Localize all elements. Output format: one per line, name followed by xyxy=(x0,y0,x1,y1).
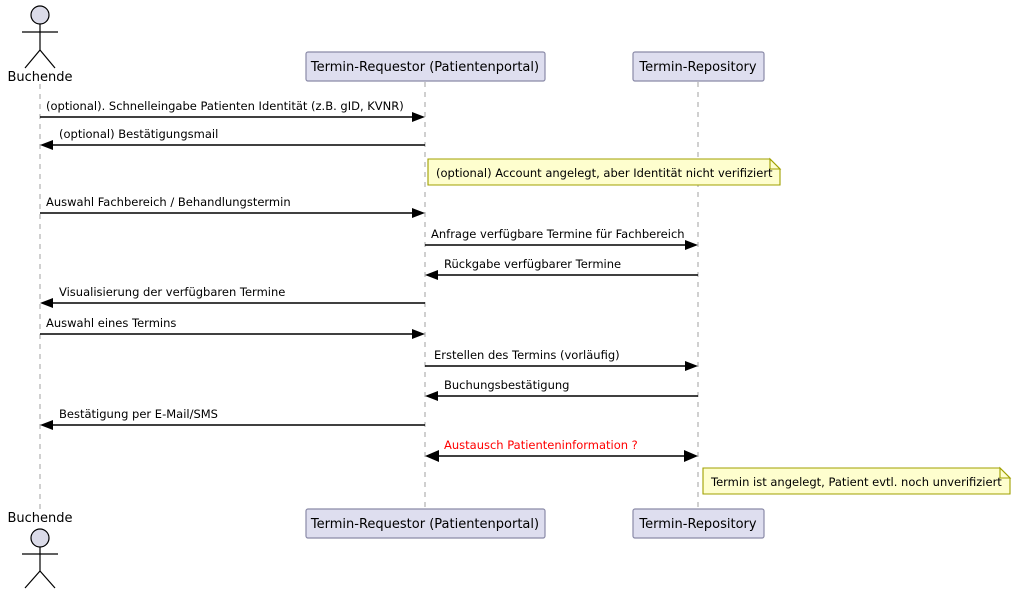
message-6[interactable]: Auswahl eines Termins xyxy=(40,316,425,339)
message-0[interactable]: (optional). Schnelleingabe Patienten Ide… xyxy=(40,99,425,122)
actor-leg-left-bottom xyxy=(24,570,41,589)
message-label-10: Austausch Patienteninformation ? xyxy=(444,438,638,452)
message-7[interactable]: Erstellen des Termins (vorläufig) xyxy=(425,348,698,371)
participant-box-rect-requestor-bottom xyxy=(305,508,546,539)
note-fold-corner-1 xyxy=(999,466,1012,479)
note-1: Termin ist angelegt, Patient evtl. noch … xyxy=(702,466,1012,495)
actor-head-icon-bottom xyxy=(30,528,50,548)
message-3[interactable]: Anfrage verfügbare Termine für Fachberei… xyxy=(425,227,698,250)
message-arrowhead-9 xyxy=(40,420,53,430)
message-4[interactable]: Rückgabe verfügbarer Termine xyxy=(425,257,698,280)
message-label-7: Erstellen des Termins (vorläufig) xyxy=(434,348,620,362)
participant-box-rect-repository-top xyxy=(632,51,765,82)
note-label-1: Termin ist angelegt, Patient evtl. noch … xyxy=(710,475,1002,489)
actor-label-bottom: Buchende xyxy=(7,511,72,526)
participant-label-repository-top: Termin-Repository xyxy=(638,60,756,75)
participant-box-requestor-bottom[interactable]: Termin-Requestor (Patientenportal) xyxy=(305,508,546,539)
participant-box-requestor-top[interactable]: Termin-Requestor (Patientenportal) xyxy=(305,51,546,82)
message-arrowhead-3 xyxy=(685,240,698,250)
actor-leg-right-top xyxy=(39,49,56,69)
message-arrowhead-1 xyxy=(40,140,53,150)
message-label-5: Visualisierung der verfügbaren Termine xyxy=(59,285,285,299)
participant-box-repository-bottom[interactable]: Termin-Repository xyxy=(632,508,765,539)
actor-head-icon-top xyxy=(30,5,50,25)
message-arrowhead-6 xyxy=(412,329,425,339)
lifelines-group xyxy=(39,82,699,512)
note-body-1 xyxy=(702,467,1011,495)
participant-label-repository-bottom: Termin-Repository xyxy=(638,517,756,532)
actor-leg-left-top xyxy=(24,49,41,69)
message-label-0: (optional). Schnelleingabe Patienten Ide… xyxy=(46,99,404,113)
note-0: (optional) Account angelegt, aber Identi… xyxy=(427,157,782,186)
note-label-0: (optional) Account angelegt, aber Identi… xyxy=(436,166,773,180)
message-label-3: Anfrage verfügbare Termine für Fachberei… xyxy=(431,227,685,241)
actor-bottom[interactable]: Buchende xyxy=(7,511,73,589)
message-2[interactable]: Auswahl Fachbereich / Behandlungstermin xyxy=(40,195,425,218)
note-body-0 xyxy=(427,158,781,186)
message-arrowhead-8 xyxy=(425,391,438,401)
message-label-6: Auswahl eines Termins xyxy=(46,316,176,330)
actor-top[interactable]: Buchende xyxy=(7,5,73,85)
message-arrowhead-7 xyxy=(685,361,698,371)
message-arrowhead-5 xyxy=(40,298,53,308)
message-9[interactable]: Bestätigung per E-Mail/SMS xyxy=(40,407,425,430)
message-label-2: Auswahl Fachbereich / Behandlungstermin xyxy=(46,195,291,209)
message-8[interactable]: Buchungsbestätigung xyxy=(425,378,698,401)
message-arrowhead-2 xyxy=(412,208,425,218)
message-10[interactable]: Austausch Patienteninformation ? xyxy=(425,438,698,462)
message-5[interactable]: Visualisierung der verfügbaren Termine xyxy=(40,285,425,308)
message-arrowhead-10-right xyxy=(684,450,698,462)
message-arrowhead-4 xyxy=(425,270,438,280)
message-label-4: Rückgabe verfügbarer Termine xyxy=(444,257,621,271)
message-label-9: Bestätigung per E-Mail/SMS xyxy=(59,407,218,421)
message-1[interactable]: (optional) Bestätigungsmail xyxy=(40,127,425,150)
message-label-8: Buchungsbestätigung xyxy=(444,378,569,392)
participant-box-rect-requestor-top xyxy=(305,51,546,82)
message-arrowhead-0 xyxy=(412,112,425,122)
participant-box-rect-repository-bottom xyxy=(632,508,765,539)
actor-label-top: Buchende xyxy=(7,70,72,85)
note-fold-corner-0 xyxy=(769,157,782,170)
message-label-1: (optional) Bestätigungsmail xyxy=(59,127,218,141)
participant-label-requestor-top: Termin-Requestor (Patientenportal) xyxy=(310,60,539,75)
actor-leg-right-bottom xyxy=(39,570,56,589)
participant-label-requestor-bottom: Termin-Requestor (Patientenportal) xyxy=(310,517,539,532)
participant-box-repository-top[interactable]: Termin-Repository xyxy=(632,51,765,82)
message-arrowhead-10-left xyxy=(425,450,439,462)
